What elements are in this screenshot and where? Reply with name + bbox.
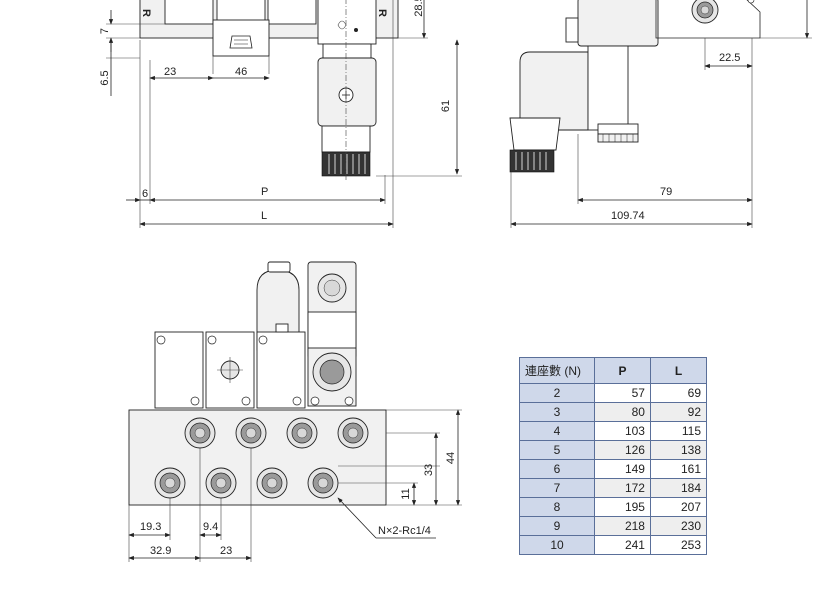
- table-row: 6 149 161: [519, 459, 708, 479]
- cell-n: 9: [519, 516, 595, 536]
- cell-l: 92: [649, 402, 708, 422]
- cell-n: 8: [519, 497, 595, 517]
- cell-p: 149: [593, 459, 651, 479]
- r-label-right: R: [376, 9, 388, 17]
- cell-n: 6: [519, 459, 595, 479]
- cell-l: 253: [649, 535, 708, 555]
- cell-p: 241: [593, 535, 651, 555]
- table-row: 5 126 138: [519, 440, 708, 460]
- col-p: P: [593, 357, 651, 384]
- cell-p: 195: [593, 497, 651, 517]
- table-row: 8 195 207: [519, 497, 708, 517]
- dim-23-bottom: 23: [220, 545, 232, 557]
- cell-n: 3: [519, 402, 595, 422]
- dim-9-4: 9.4: [203, 521, 218, 533]
- table-row: 10 241 253: [519, 535, 708, 555]
- dim-44: 44: [445, 452, 457, 464]
- cell-l: 115: [649, 421, 708, 441]
- dim-33: 33: [423, 464, 435, 476]
- cell-l: 161: [649, 459, 708, 479]
- col-l: L: [649, 357, 708, 384]
- cell-n: 7: [519, 478, 595, 498]
- cell-p: 57: [593, 383, 651, 403]
- table-row: 2 57 69: [519, 383, 708, 403]
- side-view-manifold: R R: [139, 0, 399, 182]
- dim-7: 7: [99, 28, 111, 34]
- cell-n: 5: [519, 440, 595, 460]
- dim-61: 61: [440, 100, 452, 112]
- side-view-dimensions: 7 6.5 23 46 28.5 61 6 P L: [99, 0, 462, 228]
- dim-6: 6: [142, 188, 148, 200]
- end-view-dimensions: 22.5 79 109.74: [510, 0, 812, 228]
- cell-p: 218: [593, 516, 651, 536]
- dim-109-74: 109.74: [611, 210, 645, 222]
- table-row: 3 80 92: [519, 402, 708, 422]
- cell-p: 80: [593, 402, 651, 422]
- port-callout: N×2-Rc1/4: [378, 525, 431, 537]
- cell-l: 230: [649, 516, 708, 536]
- table-header-row: 連座數 (N) P L: [519, 357, 708, 384]
- cell-n: 2: [519, 383, 595, 403]
- cell-n: 10: [519, 535, 595, 555]
- r-label-left: R: [140, 9, 152, 17]
- dim-6-5: 6.5: [99, 70, 111, 85]
- cell-p: 126: [593, 440, 651, 460]
- indicator-dot: [354, 28, 358, 32]
- cell-l: 138: [649, 440, 708, 460]
- dim-23-top: 23: [164, 66, 176, 78]
- cell-p: 172: [593, 478, 651, 498]
- dim-46: 46: [235, 66, 247, 78]
- front-view-manifold-base: [128, 409, 387, 506]
- dim-28-5: 28.5: [413, 0, 425, 17]
- cell-n: 4: [519, 421, 595, 441]
- cell-l: 207: [649, 497, 708, 517]
- dim-l: L: [261, 210, 267, 222]
- col-station-count: 連座數 (N): [519, 357, 595, 384]
- size-table: 連座數 (N) P L 2 57 69 3 80 92 4 103 115 5 …: [519, 357, 708, 555]
- end-view: [509, 0, 761, 173]
- front-view-dimensions: 44 33 11 19.3 9.4 32.9 23 N×2-Rc1/4: [128, 409, 462, 562]
- table-row: 7 172 184: [519, 478, 708, 498]
- dim-11: 11: [400, 488, 412, 499]
- cell-l: 184: [649, 478, 708, 498]
- cell-p: 103: [593, 421, 651, 441]
- cell-l: 69: [649, 383, 708, 403]
- dim-32-9: 32.9: [150, 545, 171, 557]
- table-row: 4 103 115: [519, 421, 708, 441]
- dim-22-5: 22.5: [719, 52, 740, 64]
- dim-79: 79: [660, 186, 672, 198]
- front-view-valves: [154, 261, 357, 409]
- dim-p: P: [261, 186, 268, 198]
- table-row: 9 218 230: [519, 516, 708, 536]
- dim-19-3: 19.3: [140, 521, 161, 533]
